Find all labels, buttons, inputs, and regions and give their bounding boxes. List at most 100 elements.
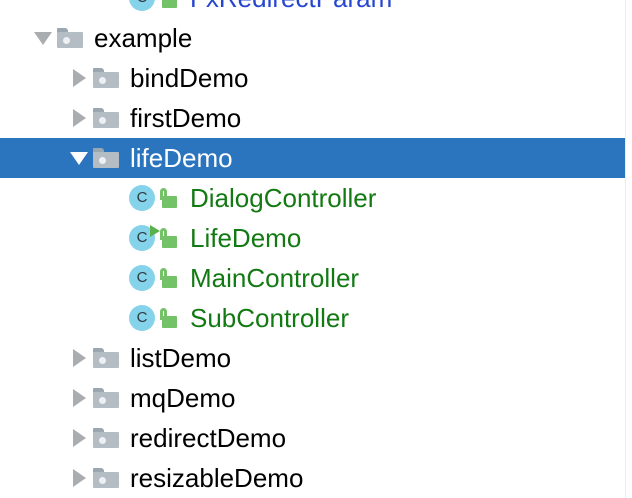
class-icon-letter: C bbox=[136, 309, 148, 326]
tree-row[interactable]: example bbox=[0, 18, 626, 58]
triangle-expanded-glyph bbox=[34, 31, 52, 45]
class-icon-letter: C bbox=[137, 0, 148, 5]
tree-item-label: FxRedirectParam bbox=[180, 0, 392, 13]
tree-row[interactable]: C MainController bbox=[0, 258, 626, 298]
padlock-body bbox=[162, 236, 177, 248]
padlock-shackle bbox=[160, 188, 167, 200]
class-icon: C bbox=[128, 224, 160, 252]
class-icon-letter: C bbox=[136, 269, 148, 286]
class-icon-glyph: C bbox=[129, 185, 155, 211]
tree-indent-spacer bbox=[0, 238, 102, 239]
folder-body bbox=[93, 112, 119, 128]
folder-icon bbox=[92, 464, 120, 492]
tree-row[interactable]: mqDemo bbox=[0, 378, 626, 418]
tree-row[interactable]: C LifeDemo bbox=[0, 218, 626, 258]
tree-item-label: example bbox=[94, 23, 193, 53]
tree-row[interactable]: firstDemo bbox=[0, 98, 626, 138]
folder-body bbox=[93, 432, 119, 448]
class-icon-letter: C bbox=[136, 229, 148, 246]
triangle-collapsed-glyph bbox=[72, 69, 86, 87]
tree-row[interactable]: redirectDemo bbox=[0, 418, 626, 458]
tree-item-label: DialogController bbox=[190, 183, 377, 213]
folder-tab bbox=[93, 148, 104, 153]
triangle-collapsed-glyph bbox=[72, 109, 86, 127]
folder-dot bbox=[99, 397, 106, 404]
tree-indent-spacer bbox=[0, 358, 66, 359]
padlock-body bbox=[162, 196, 177, 208]
folder-tab bbox=[93, 108, 104, 113]
folder-body bbox=[93, 152, 119, 168]
tree-row[interactable]: lifeDemo bbox=[0, 138, 626, 178]
twisty-placeholder bbox=[102, 0, 128, 18]
padlock-glyph bbox=[159, 0, 177, 8]
tree-indent-spacer bbox=[0, 438, 66, 439]
triangle-collapsed-glyph bbox=[72, 389, 86, 407]
folder-body bbox=[93, 72, 119, 88]
tree-row[interactable]: C SubController bbox=[0, 298, 626, 338]
padlock-body bbox=[162, 276, 177, 288]
chevron-right-icon[interactable] bbox=[66, 378, 92, 418]
unlocked-padlock-icon bbox=[156, 0, 180, 12]
folder-body bbox=[93, 392, 119, 408]
padlock-shackle bbox=[160, 308, 167, 320]
triangle-expanded-glyph bbox=[70, 151, 88, 165]
folder-dot bbox=[63, 37, 70, 44]
folder-icon-glyph bbox=[93, 468, 119, 488]
folder-icon-glyph bbox=[93, 428, 119, 448]
tree-indent-spacer bbox=[0, 38, 30, 39]
twisty-placeholder bbox=[102, 218, 128, 258]
folder-body bbox=[93, 472, 119, 488]
triangle-collapsed-glyph bbox=[72, 469, 86, 487]
tree-row[interactable]: C DialogController bbox=[0, 178, 626, 218]
run-icon[interactable] bbox=[150, 225, 160, 237]
chevron-right-icon[interactable] bbox=[66, 458, 92, 498]
class-icon-glyph: C bbox=[129, 0, 155, 11]
tree-indent-spacer bbox=[0, 398, 66, 399]
folder-icon bbox=[92, 344, 120, 372]
folder-icon-glyph bbox=[93, 68, 119, 88]
folder-icon-glyph bbox=[93, 348, 119, 368]
folder-tab bbox=[93, 428, 104, 433]
tree-indent-spacer bbox=[0, 78, 66, 79]
padlock-shackle bbox=[160, 268, 167, 280]
chevron-down-icon[interactable] bbox=[30, 18, 56, 58]
class-icon-letter: C bbox=[136, 189, 148, 206]
tree-row[interactable]: C FxRedirectParam bbox=[0, 0, 626, 18]
triangle-collapsed-glyph bbox=[72, 429, 86, 447]
tree-indent-spacer bbox=[0, 478, 66, 479]
tree-item-label: listDemo bbox=[130, 343, 232, 373]
tree-item-label: firstDemo bbox=[130, 103, 242, 133]
padlock-body bbox=[162, 0, 177, 8]
unlocked-padlock-icon bbox=[156, 264, 180, 292]
tree-row[interactable]: listDemo bbox=[0, 338, 626, 378]
class-icon-glyph: C bbox=[129, 225, 160, 251]
tree-item-label: redirectDemo bbox=[130, 423, 287, 453]
folder-icon bbox=[92, 104, 120, 132]
folder-tab bbox=[93, 68, 104, 73]
chevron-right-icon[interactable] bbox=[66, 58, 92, 98]
padlock-glyph bbox=[159, 188, 177, 208]
chevron-right-icon[interactable] bbox=[66, 338, 92, 378]
folder-icon-glyph bbox=[57, 28, 83, 48]
tree-row[interactable]: resizableDemo bbox=[0, 458, 626, 498]
padlock-glyph bbox=[159, 308, 177, 328]
folder-dot bbox=[99, 157, 106, 164]
tree-item-label: SubController bbox=[190, 303, 349, 333]
tree-indent-spacer bbox=[0, 118, 66, 119]
folder-icon bbox=[92, 384, 120, 412]
folder-dot bbox=[99, 77, 106, 84]
tree-row[interactable]: bindDemo bbox=[0, 58, 626, 98]
unlocked-padlock-icon bbox=[156, 224, 180, 252]
twisty-placeholder bbox=[102, 298, 128, 338]
chevron-right-icon[interactable] bbox=[66, 418, 92, 458]
padlock-shackle bbox=[160, 228, 167, 240]
tree-item-label: MainController bbox=[190, 263, 360, 293]
chevron-down-icon[interactable] bbox=[66, 138, 92, 178]
chevron-right-icon[interactable] bbox=[66, 98, 92, 138]
twisty-placeholder bbox=[102, 258, 128, 298]
class-icon: C bbox=[128, 264, 156, 292]
folder-dot bbox=[99, 357, 106, 364]
tree-item-label: LifeDemo bbox=[190, 223, 302, 253]
